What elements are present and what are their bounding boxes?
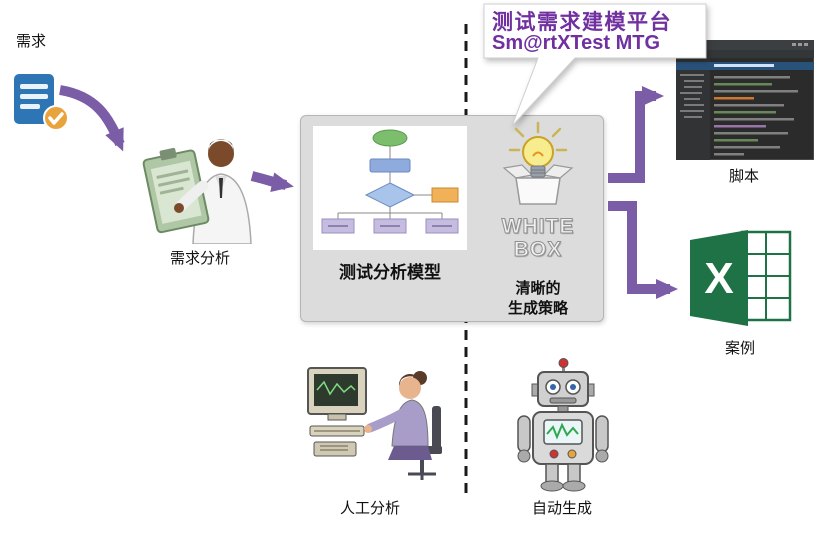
manual-analysis-label: 人工分析 <box>339 500 400 517</box>
callout-title: 测试需求建模平台 <box>492 11 672 34</box>
callout-bubble <box>483 3 707 127</box>
analyst-illustration <box>142 139 252 244</box>
white-box-line2: BOX <box>513 238 563 262</box>
excel-x-letter: X <box>704 254 733 303</box>
person-at-computer-illustration <box>307 367 442 480</box>
robot-illustration <box>517 358 609 492</box>
strategy-line2: 生成策略 <box>507 300 568 318</box>
code-editor-screenshot <box>676 40 814 160</box>
white-box-line1: WHITE <box>501 214 575 238</box>
callout-subtitle: Sm@rtXTest MTG <box>492 32 661 54</box>
flowchart-panel <box>313 126 467 250</box>
test-analysis-model-label: 测试分析模型 <box>339 263 441 282</box>
requirement-document-icon <box>14 74 69 131</box>
auto-generation-label: 自动生成 <box>531 500 592 517</box>
divider-dashed-line <box>464 24 468 494</box>
excel-icon: X <box>690 230 792 326</box>
arrow-box-to-excel <box>608 201 678 299</box>
flowchart-icon <box>321 129 459 234</box>
lightbulb-icon <box>502 121 574 205</box>
requirement-label: 需求 <box>16 33 47 50</box>
script-output-label: 脚本 <box>728 168 759 185</box>
check-icon <box>43 105 69 131</box>
strategy-line1: 清晰的 <box>515 280 561 297</box>
white-box-label: WHITE BOX <box>494 214 582 262</box>
generation-strategy-label: 清晰的 生成策略 <box>492 279 584 320</box>
case-output-label: 案例 <box>724 340 755 357</box>
requirement-analysis-label: 需求分析 <box>169 250 230 267</box>
